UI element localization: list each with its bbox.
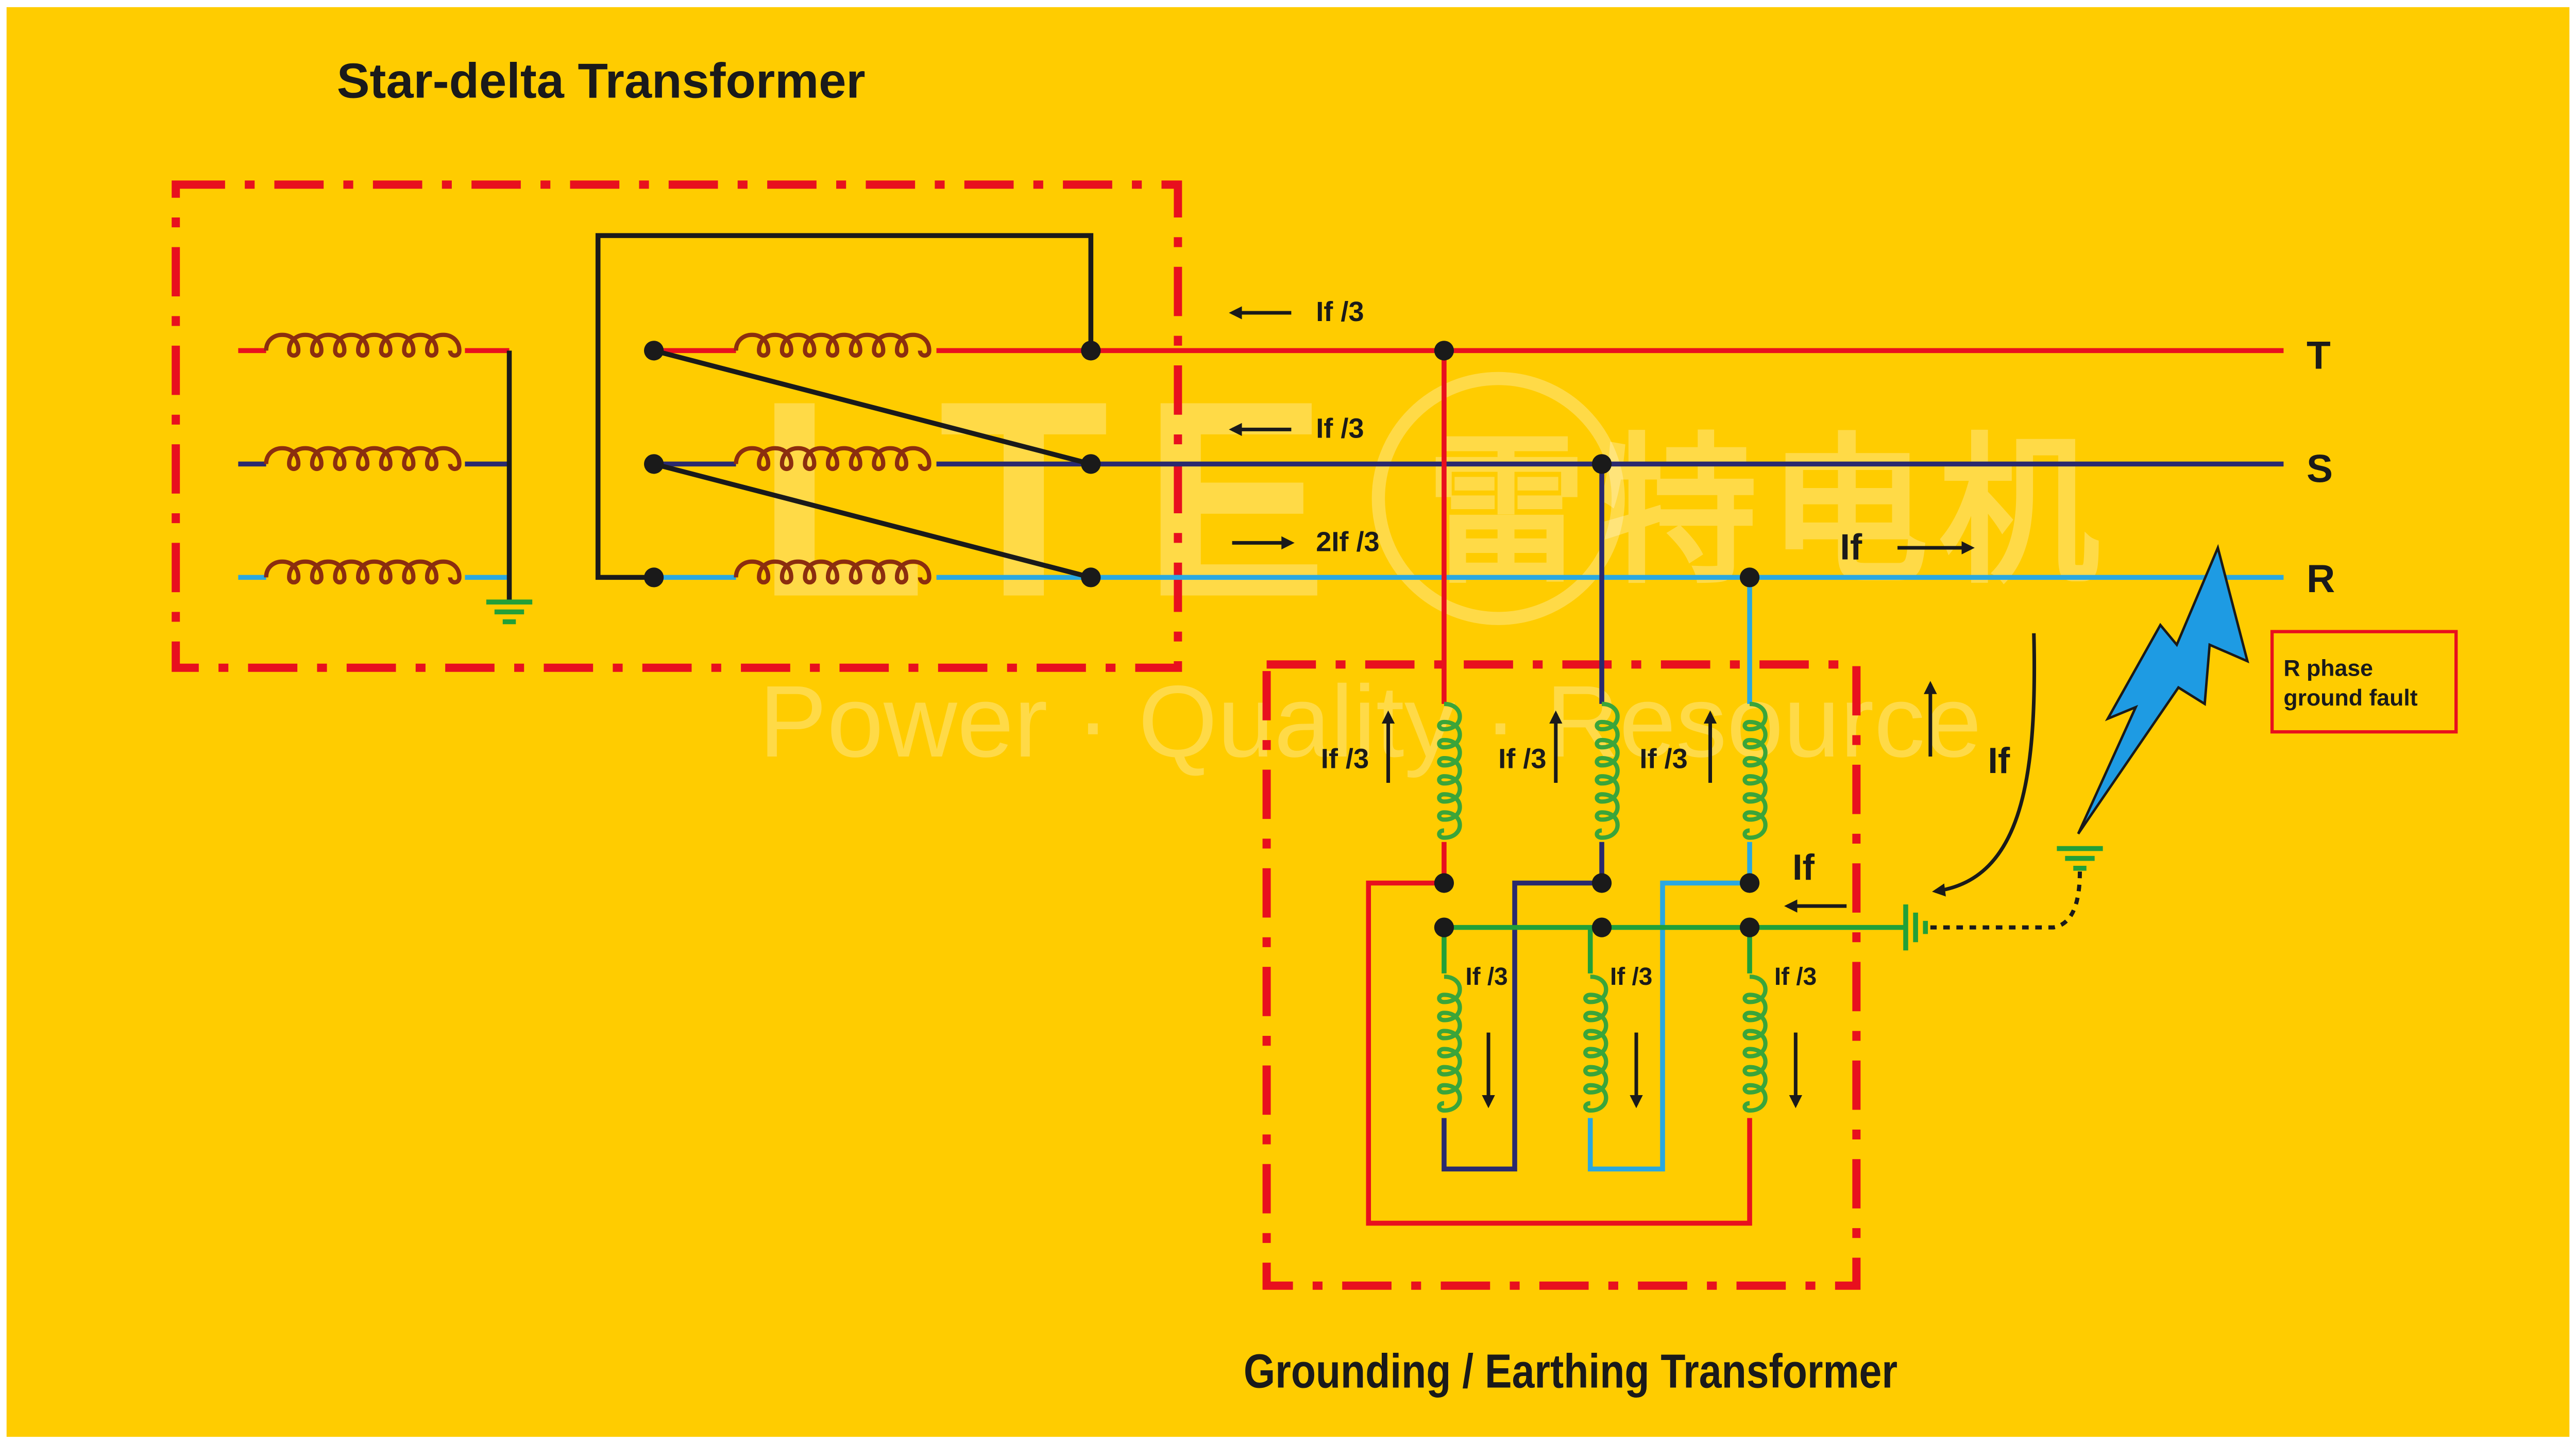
dot xyxy=(1739,873,1760,893)
fault-path-dotted xyxy=(1930,871,2082,930)
fault-label-line2: ground fault xyxy=(2283,685,2417,711)
coil-winding xyxy=(1437,975,1462,1113)
dot xyxy=(1591,873,1612,893)
star-coil-t xyxy=(264,332,462,358)
zigzag-navy xyxy=(1442,880,1602,1172)
junction-dots xyxy=(644,341,1760,937)
label-s-if3: If /3 xyxy=(1316,413,1364,444)
dot xyxy=(1434,873,1454,893)
coil-winding xyxy=(264,332,462,358)
coil-winding xyxy=(734,332,931,358)
star-delta-boundary xyxy=(172,180,1182,672)
phase-label-t: T xyxy=(2307,333,2331,377)
dot xyxy=(1591,917,1612,937)
phase-label-r: R xyxy=(2307,557,2335,601)
label-upper-1: If /3 xyxy=(1321,743,1369,774)
coil-winding xyxy=(264,446,462,472)
grounding-transformer-title: Grounding / Earthing Transformer xyxy=(1244,1344,1897,1398)
dot xyxy=(1591,454,1612,474)
dot xyxy=(1434,341,1454,361)
delta-coil-s xyxy=(734,446,931,472)
label-neutral-if: If xyxy=(1792,847,1815,887)
fault-ground-icon xyxy=(2057,846,2103,871)
label-return-if: If xyxy=(1988,740,2010,781)
watermark-cn: 雷特电机 xyxy=(1426,418,2110,606)
label-upper-3: If /3 xyxy=(1639,743,1687,774)
current-labels: If /3 If /3 2If /3 If If /3 If /3 If /3 … xyxy=(1316,296,2010,990)
label-lower-3: If /3 xyxy=(1774,963,1817,990)
star-coil-s xyxy=(264,446,462,472)
fault-label-line1: R phase xyxy=(2283,656,2373,681)
zigzag-red xyxy=(1366,880,1752,1226)
dot xyxy=(644,454,664,474)
dot xyxy=(1739,567,1760,587)
delta-top-loop xyxy=(595,233,1094,580)
star-primary-windings xyxy=(238,332,533,625)
upper-coil-1 xyxy=(1437,701,1462,840)
delta-cross-2 xyxy=(653,461,1092,580)
dot xyxy=(1434,917,1454,937)
label-fault-if: If xyxy=(1840,526,1862,567)
dot xyxy=(1739,917,1760,937)
arrow-return-curve xyxy=(1932,633,2037,897)
zigzag-cyan xyxy=(1587,880,1750,1172)
star-delta-title: Star-delta Transformer xyxy=(337,53,866,108)
watermark: LTE 雷特电机 Power · Quality · Resource xyxy=(756,342,2110,778)
dot xyxy=(644,341,664,361)
star-coil-r xyxy=(264,559,462,585)
ground-icon xyxy=(486,599,533,625)
coil-winding xyxy=(734,446,931,472)
fault-label-box xyxy=(2270,630,2458,734)
grounding-transformer-boundary xyxy=(1262,660,1861,1290)
label-lower-2: If /3 xyxy=(1610,963,1652,990)
upper-coil-2 xyxy=(1595,701,1620,840)
watermark-tagline: Power · Quality · Resource xyxy=(759,664,1981,778)
ground-fault: R phase ground fault xyxy=(1930,544,2458,930)
lightning-bolt-icon xyxy=(2077,544,2249,835)
delta-coil-r xyxy=(734,559,931,585)
coil-winding xyxy=(734,559,931,585)
lower-coil-2 xyxy=(1583,975,1608,1113)
lower-coil-1 xyxy=(1437,975,1462,1113)
watermark-logo: LTE xyxy=(756,342,1361,654)
label-t-if3: If /3 xyxy=(1316,296,1364,327)
coil-winding xyxy=(1437,701,1462,840)
dot xyxy=(1081,567,1101,587)
coil-winding xyxy=(1595,701,1620,840)
neutral-ground-icon xyxy=(1903,904,1928,951)
delta-cross-1 xyxy=(653,348,1092,466)
label-r-2if3: 2If /3 xyxy=(1316,526,1379,557)
dot xyxy=(1081,454,1101,474)
dot xyxy=(644,567,664,587)
delta-coil-t xyxy=(734,332,931,358)
phase-lines xyxy=(1091,348,2284,580)
phase-label-s: S xyxy=(2307,447,2333,491)
coil-winding xyxy=(264,559,462,585)
label-upper-2: If /3 xyxy=(1498,743,1546,774)
upper-coil-3 xyxy=(1742,701,1768,840)
label-lower-1: If /3 xyxy=(1465,963,1507,990)
lower-coil-3 xyxy=(1742,975,1768,1113)
grounding-transformer xyxy=(1366,350,1928,1226)
watermark-ring xyxy=(1371,372,1625,625)
current-arrows xyxy=(1229,306,2037,1109)
delta-secondary-windings xyxy=(595,233,1094,585)
dot xyxy=(1081,341,1101,361)
coil-winding xyxy=(1583,975,1608,1113)
coil-winding xyxy=(1742,701,1768,840)
coil-winding xyxy=(1742,975,1768,1113)
